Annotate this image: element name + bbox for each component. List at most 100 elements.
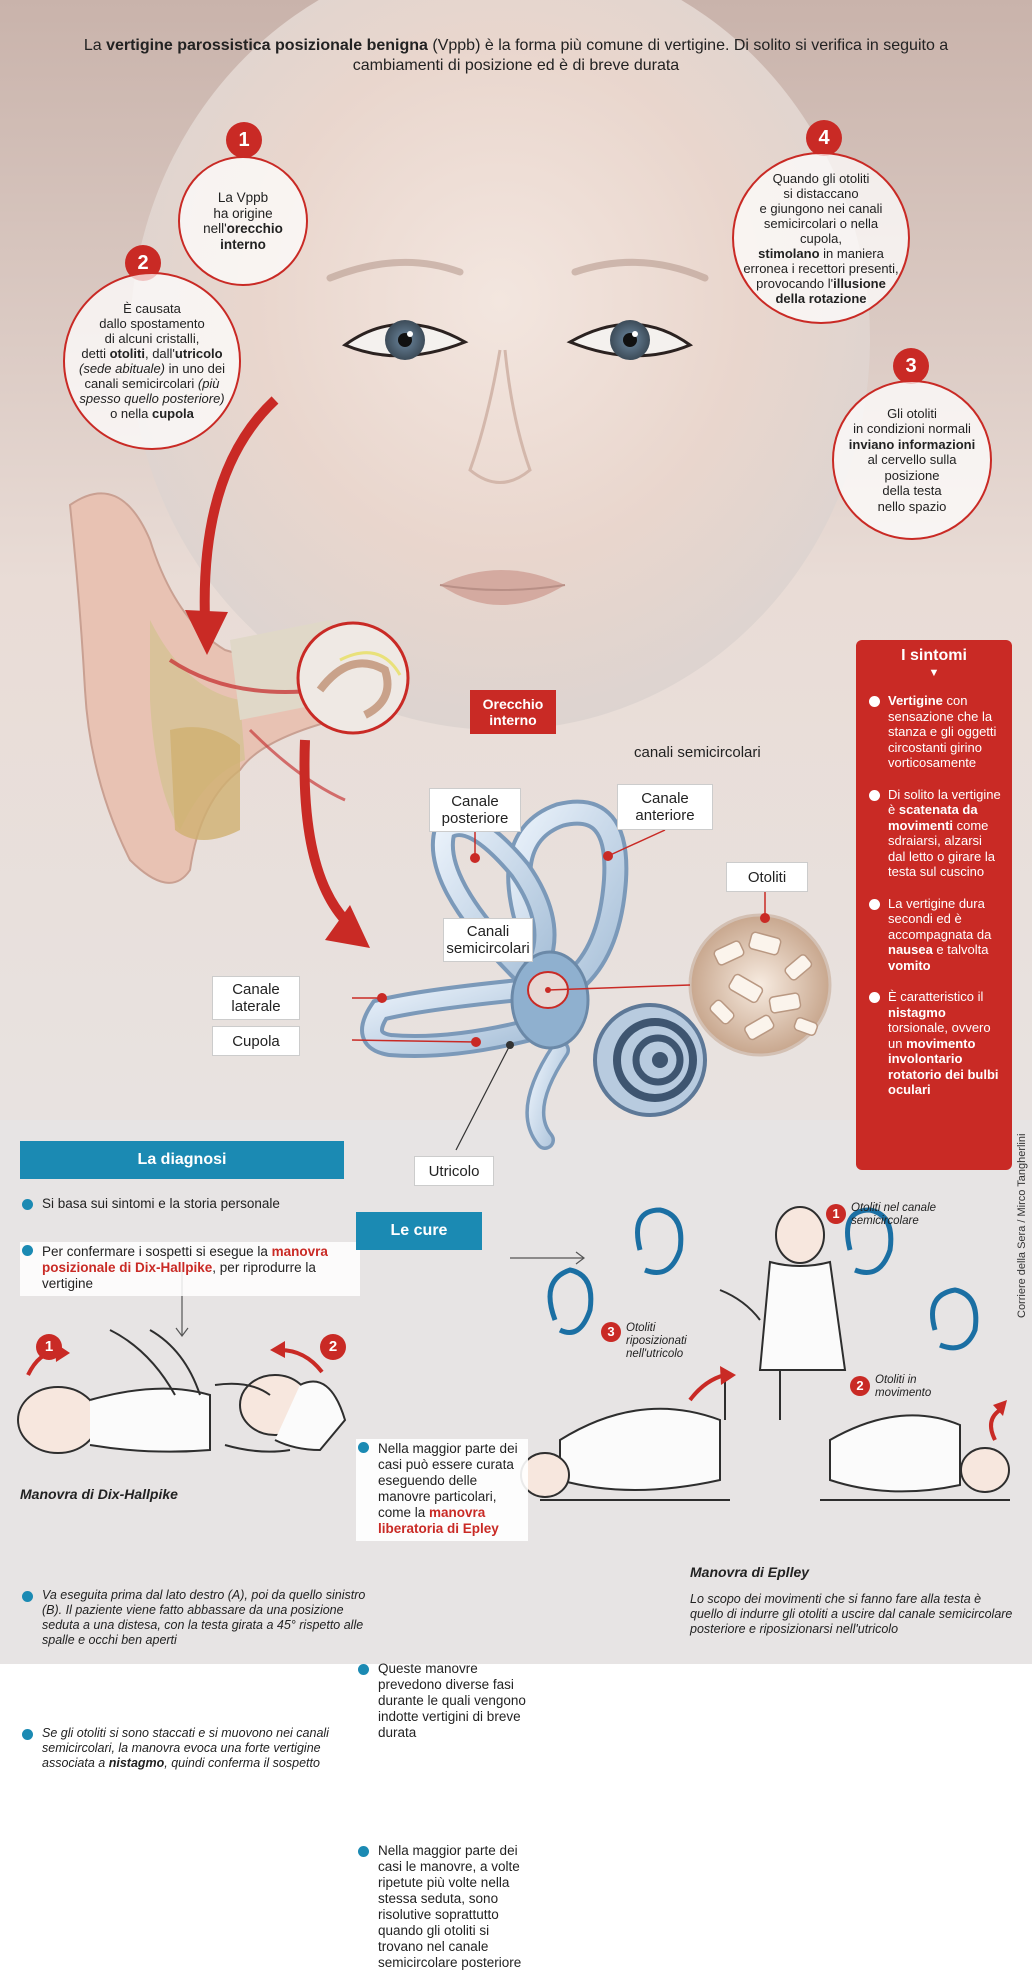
intro-part: La bbox=[83, 37, 107, 54]
cure-text: Nella maggior parte dei casi le manovre,… bbox=[378, 1843, 522, 1970]
symptom-item: Di solito la vertigine è scatenata da mo… bbox=[866, 787, 1002, 880]
label-orecchio-interno: Orecchio interno bbox=[470, 690, 556, 734]
symptom-text: torsionale, ovvero un bbox=[888, 1020, 991, 1051]
symptom-text: La vertigine dura secondi ed è accompagn… bbox=[888, 895, 992, 942]
step-4-line: Quando gli otoliti bbox=[772, 170, 870, 186]
symptom-bold: Vertigine bbox=[888, 693, 943, 708]
label-cupola: Cupola bbox=[212, 1026, 300, 1056]
step-2-line: , dall' bbox=[144, 346, 175, 361]
epley-step-1-number: 1 bbox=[826, 1204, 846, 1224]
step-2-line: È causata bbox=[123, 301, 181, 316]
step-4-number: 4 bbox=[806, 120, 842, 156]
symptoms-panel: I sintomi ▼ Vertigine con sensazione che… bbox=[856, 640, 1012, 1170]
symptom-bold: scatenata da movimenti bbox=[888, 802, 978, 833]
step-2-italic: (più bbox=[197, 376, 220, 391]
symptoms-title: I sintomi bbox=[901, 647, 967, 664]
dix-note-text: , quindi conferma il sospetto bbox=[164, 1756, 320, 1770]
step-4-bold: illusione bbox=[833, 275, 886, 291]
label-canale-posteriore: Canale posteriore bbox=[429, 788, 521, 832]
symptom-bold: nausea bbox=[888, 942, 933, 957]
step-3-number: 3 bbox=[893, 348, 929, 384]
diagnosi-bullet-2: Per confermare i sospetti si esegue la m… bbox=[20, 1242, 360, 1296]
bullet-icon bbox=[358, 1664, 369, 1675]
step-2-line: detti bbox=[81, 346, 110, 361]
bullet-icon bbox=[869, 696, 880, 707]
symptom-bold: nistagmo bbox=[888, 1004, 946, 1020]
symptom-text: Di solito la vertigine è bbox=[888, 786, 1001, 818]
step-1-number: 1 bbox=[226, 122, 262, 158]
dix-step-1-number: 1 bbox=[36, 1334, 62, 1360]
step-4-line: semicircolari o nella cupola, bbox=[763, 215, 879, 246]
step-2-bubble: È causata dallo spostamento di alcuni cr… bbox=[63, 272, 241, 450]
dix-note-bold: nistagmo bbox=[108, 1756, 165, 1770]
dix-note-1: Va eseguita prima dal lato destro (A), p… bbox=[20, 1588, 372, 1648]
cure-bullet-2: Queste manovre prevedono diverse fasi du… bbox=[356, 1661, 528, 1741]
bullet-icon bbox=[358, 1846, 369, 1857]
label-otoliti: Otoliti bbox=[726, 862, 808, 892]
bullet-icon bbox=[869, 992, 880, 1003]
step-2-line: o nella bbox=[110, 406, 152, 421]
dix-note-text: Va eseguita prima dal lato destro (A), p… bbox=[42, 1588, 366, 1647]
diagnosi-text: , per riprodurre la vertigine bbox=[42, 1260, 316, 1291]
credit-text: Corriere della Sera / Mirco Tangherlini bbox=[1016, 1133, 1028, 1318]
step-4-line: provocando l' bbox=[756, 275, 834, 291]
label-canali-semicircolari-title: canali semicircolari bbox=[634, 744, 761, 761]
symptom-text: e talvolta bbox=[932, 942, 989, 957]
step-2-line: dallo spostamento bbox=[99, 316, 205, 331]
bullet-icon bbox=[22, 1729, 33, 1740]
step-3-line: Gli otoliti bbox=[887, 405, 937, 421]
epley-step-3-text: Otoliti riposizionati nell'utricolo bbox=[626, 1322, 687, 1360]
cure-text: Queste manovre prevedono diverse fasi du… bbox=[378, 1661, 526, 1740]
epley-step-3-number: 3 bbox=[601, 1322, 621, 1342]
step-2-line: canali semicircolari bbox=[84, 376, 198, 391]
step-1-bubble: La Vppb ha origine nell'orecchio interno bbox=[178, 156, 308, 286]
epley-caption: Manovra di Eplley bbox=[690, 1564, 810, 1580]
epley-step-2-number: 2 bbox=[850, 1376, 870, 1396]
step-3-line: in condizioni normali bbox=[853, 421, 971, 437]
diagnosi-text: Si basa sui sintomi e la storia personal… bbox=[42, 1196, 280, 1211]
epley-step-2-text: Otoliti in movimento bbox=[875, 1374, 932, 1399]
step-1-line: La Vppb bbox=[217, 190, 269, 205]
cure-highlight: manovra liberatoria di Epley bbox=[378, 1505, 499, 1536]
symptom-item: È caratteristico il nistagmo torsionale,… bbox=[866, 989, 1002, 1098]
diagnosi-highlight: manovra posizionale di Dix-Hallpike bbox=[42, 1244, 328, 1275]
intro-text: La vertigine parossistica posizionale be… bbox=[80, 36, 952, 76]
step-3-bold: inviano informazioni bbox=[848, 436, 976, 452]
symptom-text: È caratteristico il bbox=[888, 989, 984, 1004]
label-canale-laterale: Canale laterale bbox=[212, 976, 300, 1020]
step-3-line: posizione bbox=[884, 467, 940, 483]
step-1-bold: orecchio bbox=[226, 221, 283, 236]
step-3-line: nello spazio bbox=[877, 498, 947, 514]
epley-note: Lo scopo dei movimenti che si fanno fare… bbox=[690, 1592, 1013, 1636]
step-2-italic: spesso quello posteriore) bbox=[79, 391, 225, 406]
triangle-down-icon: ▼ bbox=[928, 666, 940, 679]
bullet-icon bbox=[22, 1591, 33, 1602]
step-4-bold: della rotazione bbox=[775, 290, 867, 306]
cure-bullet-3: Nella maggior parte dei casi le manovre,… bbox=[356, 1843, 528, 1971]
step-4-line: e giungono nei canali bbox=[759, 200, 883, 216]
step-3-line: della testa bbox=[882, 483, 942, 499]
step-2-line: di alcuni cristalli, bbox=[104, 331, 200, 346]
step-3-bubble: Gli otoliti in condizioni normali invian… bbox=[832, 380, 992, 540]
bullet-icon bbox=[869, 789, 880, 801]
dix-note-2: Se gli otoliti si sono staccati e si muo… bbox=[20, 1726, 372, 1771]
step-1-line: nell' bbox=[203, 221, 227, 236]
step-1-bold: interno bbox=[220, 236, 266, 252]
step-4-line: erronea i recettori presenti, bbox=[743, 260, 899, 276]
intro-part: (Vppb) è la forma più comune di vertigin… bbox=[352, 37, 949, 74]
diagnosi-title: La diagnosi bbox=[20, 1141, 344, 1179]
cure-title: Le cure bbox=[356, 1212, 482, 1250]
step-2-line: in uno dei bbox=[165, 361, 225, 376]
step-4-bubble: Quando gli otoliti si distaccano e giung… bbox=[732, 152, 910, 324]
step-2-italic: (sede abituale) bbox=[79, 361, 165, 376]
cure-bullet-1: Nella maggior parte dei casi può essere … bbox=[356, 1439, 528, 1541]
step-4-bold: stimolano bbox=[758, 245, 820, 261]
diagnosi-bullet-1: Si basa sui sintomi e la storia personal… bbox=[20, 1196, 372, 1212]
step-4-line: si distaccano bbox=[783, 185, 859, 201]
label-utricolo: Utricolo bbox=[414, 1156, 494, 1186]
step-2-bold: utricolo bbox=[174, 346, 223, 361]
symptom-bold: movimento involontario rotatorio dei bul… bbox=[888, 1035, 999, 1098]
diagnosi-text: Per confermare i sospetti si esegue la bbox=[42, 1244, 272, 1259]
bullet-icon bbox=[22, 1199, 33, 1210]
epley-step-1-text: Otoliti nel canale semicircolare bbox=[851, 1202, 937, 1227]
